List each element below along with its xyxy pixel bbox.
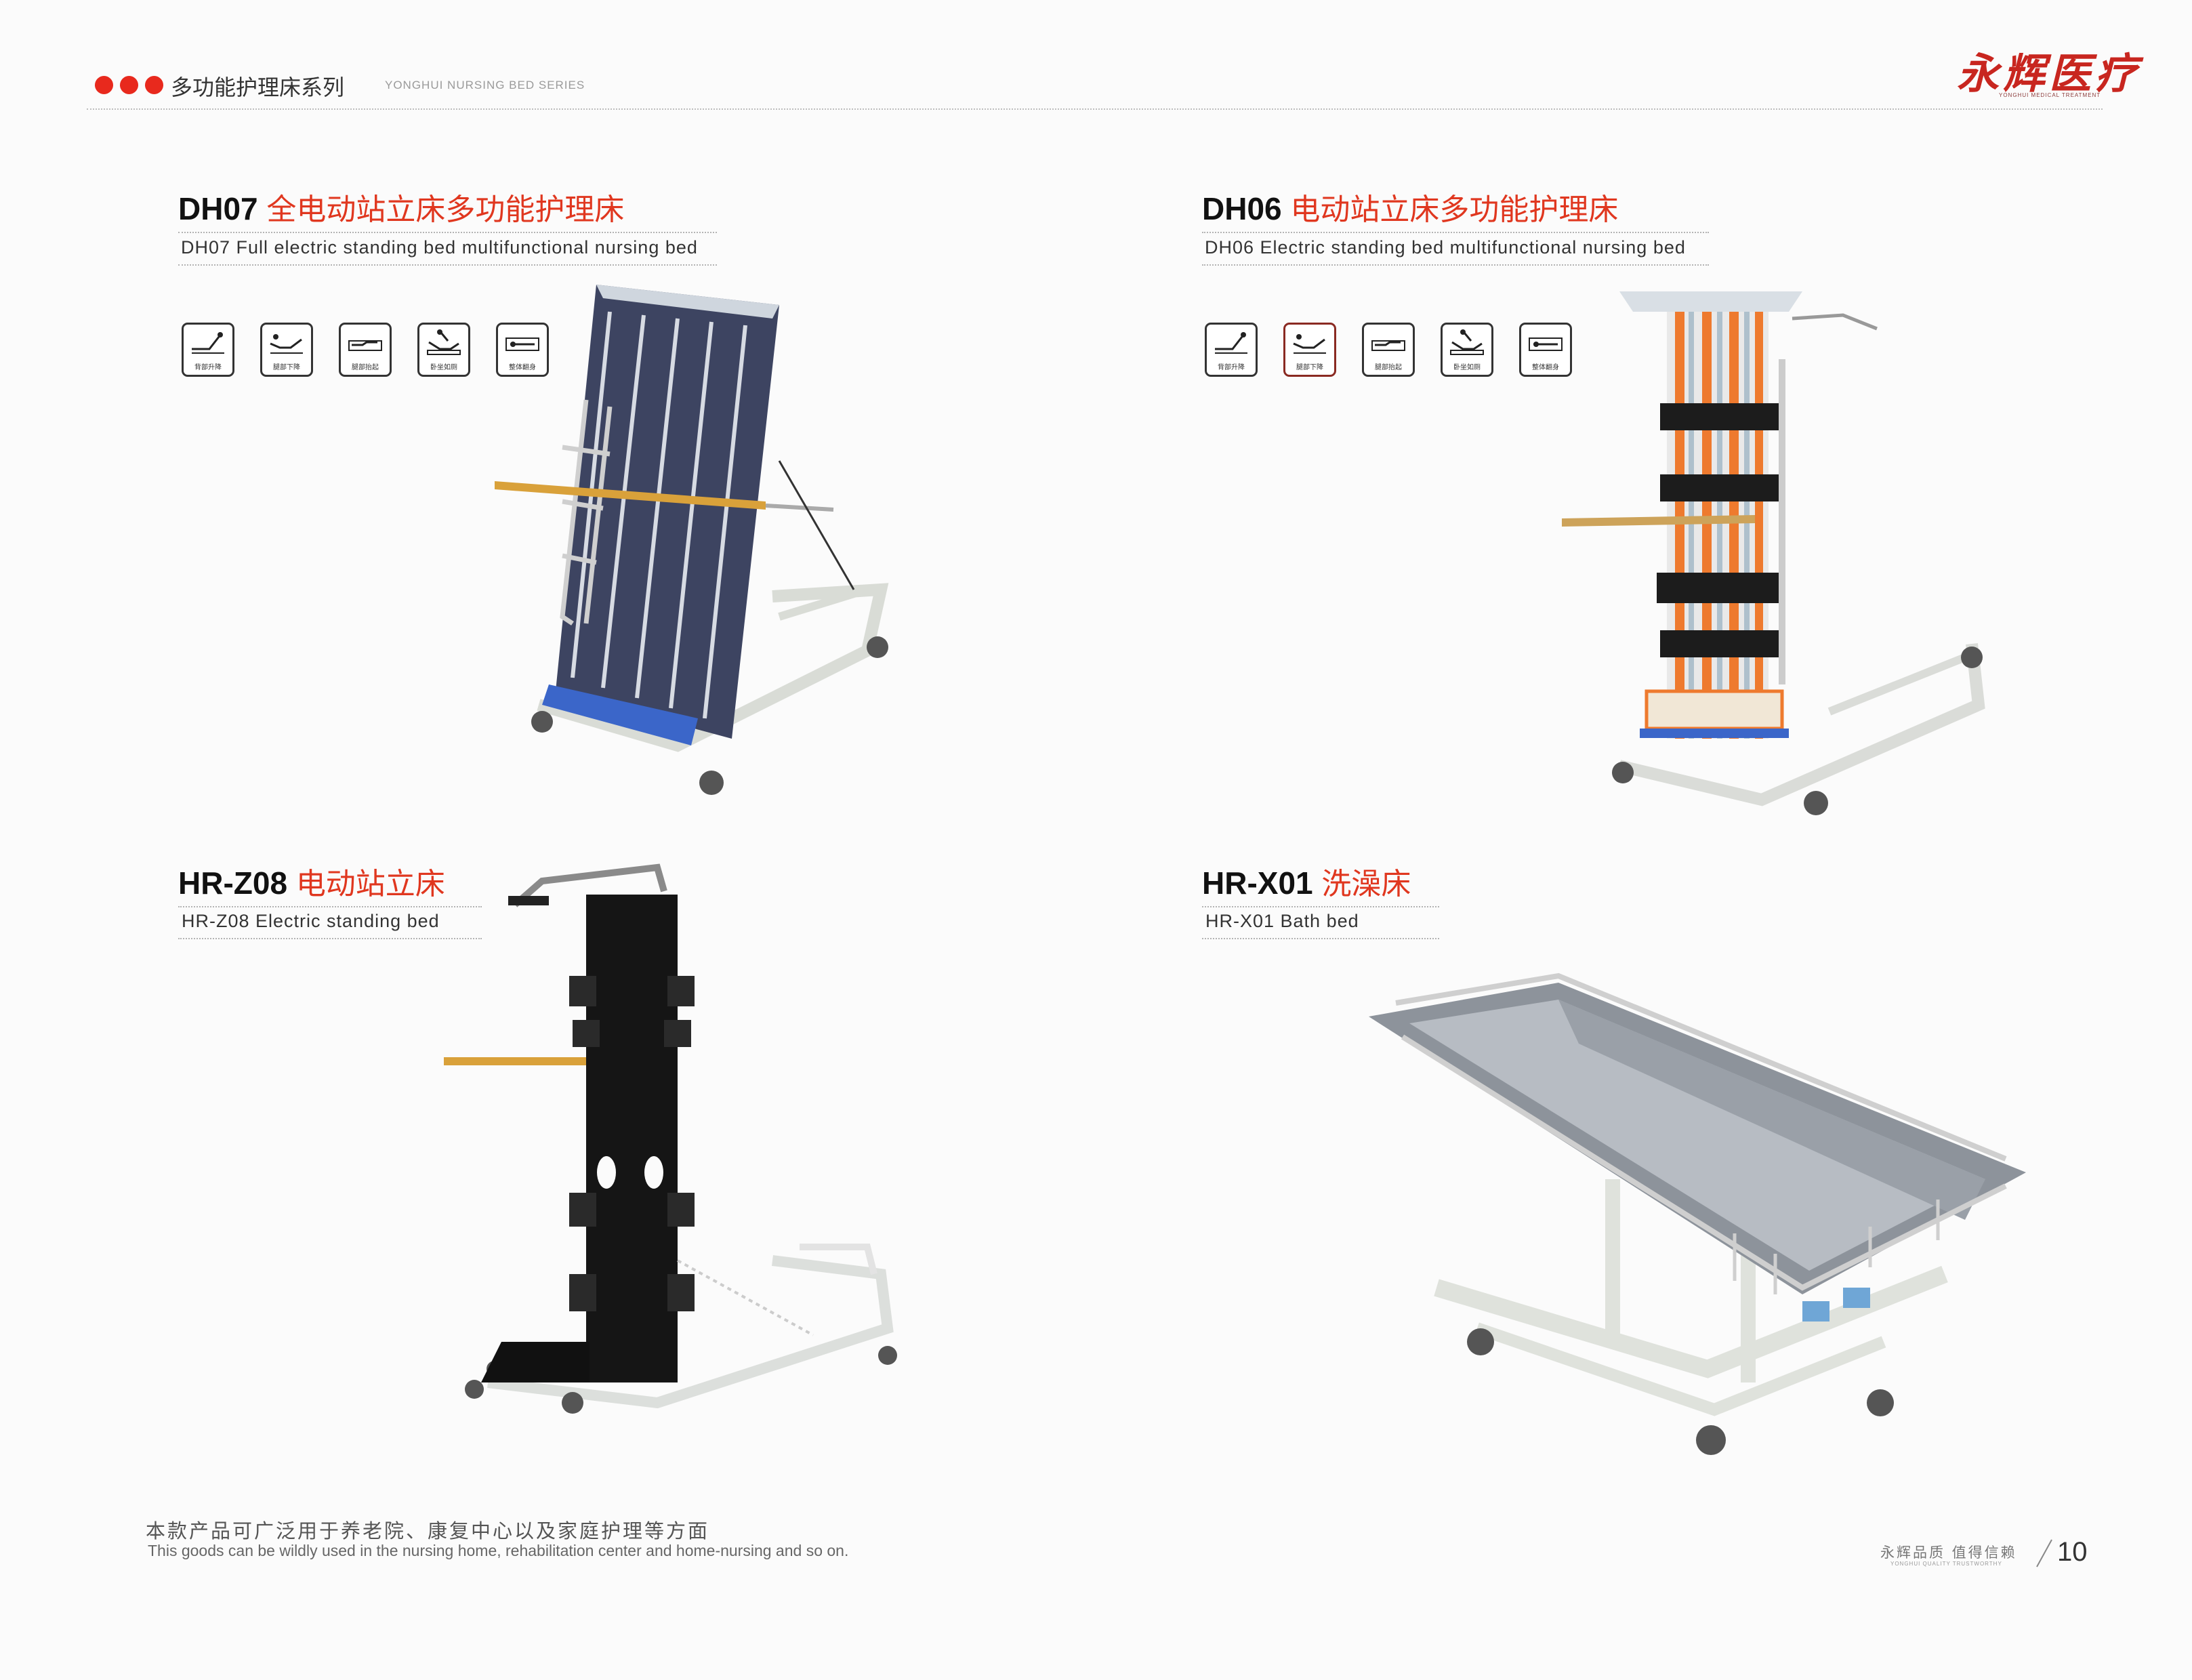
subtitle-divider [178, 938, 482, 939]
product-name-cn: 全电动站立床多功能护理床 [266, 192, 625, 227]
function-icons-dh06: 背部升降 腿部下降 腿部抬起 卧坐如厕 整体翻身 [1205, 323, 1572, 377]
product-model: HR-X01 [1202, 865, 1313, 901]
product-name-cn: 洗澡床 [1321, 867, 1411, 901]
back-raise-icon: 背部升降 [1205, 323, 1258, 377]
icon-label: 整体翻身 [1532, 364, 1559, 371]
icon-label: 整体翻身 [509, 364, 536, 371]
knee-lower-icon: 腿部下降 [1283, 323, 1336, 377]
header-divider [87, 108, 2103, 110]
leg-raise-icon: 腿部抬起 [1362, 323, 1415, 377]
product-image-hr-x01 [1369, 972, 2026, 1455]
product-image-dh06 [1562, 291, 1985, 815]
icon-label: 腿部抬起 [1375, 364, 1402, 371]
product-model: HR-Z08 [178, 865, 288, 901]
brand-logo-en: YONGHUI MEDICAL TREATMENT [1999, 92, 2101, 98]
whole-turn-icon: 整体翻身 [1519, 323, 1572, 377]
sit-up-icon: 卧坐如厕 [1441, 323, 1493, 377]
slash-divider-icon [2036, 1539, 2052, 1568]
product-title-dh07: DH07 全电动站立床多功能护理床 [178, 185, 624, 228]
product-image-dh07 [495, 285, 889, 795]
brand-logo: 永辉医疗 [1957, 49, 2142, 98]
product-name-cn: 电动站立床多功能护理床 [1290, 192, 1619, 227]
product-model: DH06 [1202, 191, 1282, 226]
slogan-cn: 永辉品质 值得信赖 [1880, 1544, 2017, 1561]
icon-label: 卧坐如厕 [430, 364, 457, 371]
product-name-en: HR-Z08 Electric standing bed [182, 911, 440, 931]
sit-up-icon: 卧坐如厕 [417, 323, 470, 377]
back-raise-icon: 背部升降 [182, 323, 234, 377]
product-title-hr-z08: HR-Z08 电动站立床 [178, 859, 445, 903]
icon-label: 背部升降 [194, 364, 222, 371]
title-divider [178, 906, 482, 907]
bullet-dot [145, 76, 163, 94]
product-name-en: DH06 Electric standing bed multifunction… [1205, 237, 1686, 258]
function-icons-dh07: 背部升降 腿部下降 腿部抬起 卧坐如厕 整体翻身 [182, 323, 549, 377]
product-title-hr-x01: HR-X01 洗澡床 [1202, 859, 1411, 903]
icon-label: 腿部抬起 [352, 364, 379, 371]
usage-note-cn: 本款产品可广泛用于养老院、康复中心以及家庭护理等方面 [146, 1519, 710, 1542]
subtitle-divider [1202, 264, 1709, 266]
product-name-en: HR-X01 Bath bed [1205, 911, 1359, 931]
icon-label: 腿部下降 [1296, 364, 1323, 371]
icon-label: 腿部下降 [273, 364, 300, 371]
usage-note-en: This goods can be wildly used in the nur… [148, 1542, 849, 1559]
knee-lower-icon: 腿部下降 [260, 323, 313, 377]
product-name-cn: 电动站立床 [295, 867, 445, 901]
series-bullet-dots [95, 76, 170, 98]
slogan-en: YONGHUI QUALITY TRUSTWORTHY [1890, 1561, 2002, 1567]
series-title-cn: 多功能护理床系列 [171, 75, 345, 100]
bullet-dot [95, 76, 113, 94]
subtitle-divider [1202, 938, 1439, 939]
product-image-hr-z08 [444, 863, 897, 1414]
series-title-en: YONGHUI NURSING BED SERIES [385, 79, 585, 91]
product-model: DH07 [178, 191, 258, 226]
title-divider [1202, 906, 1439, 907]
product-title-dh06: DH06 电动站立床多功能护理床 [1202, 185, 1618, 228]
product-name-en: DH07 Full electric standing bed multifun… [181, 237, 698, 258]
title-divider [178, 232, 717, 233]
icon-label: 卧坐如厕 [1453, 364, 1481, 371]
leg-raise-icon: 腿部抬起 [339, 323, 392, 377]
title-divider [1202, 232, 1709, 233]
whole-turn-icon: 整体翻身 [496, 323, 549, 377]
bullet-dot [120, 76, 138, 94]
subtitle-divider [178, 264, 717, 266]
icon-label: 背部升降 [1218, 364, 1245, 371]
page-number: 10 [2057, 1537, 2088, 1567]
